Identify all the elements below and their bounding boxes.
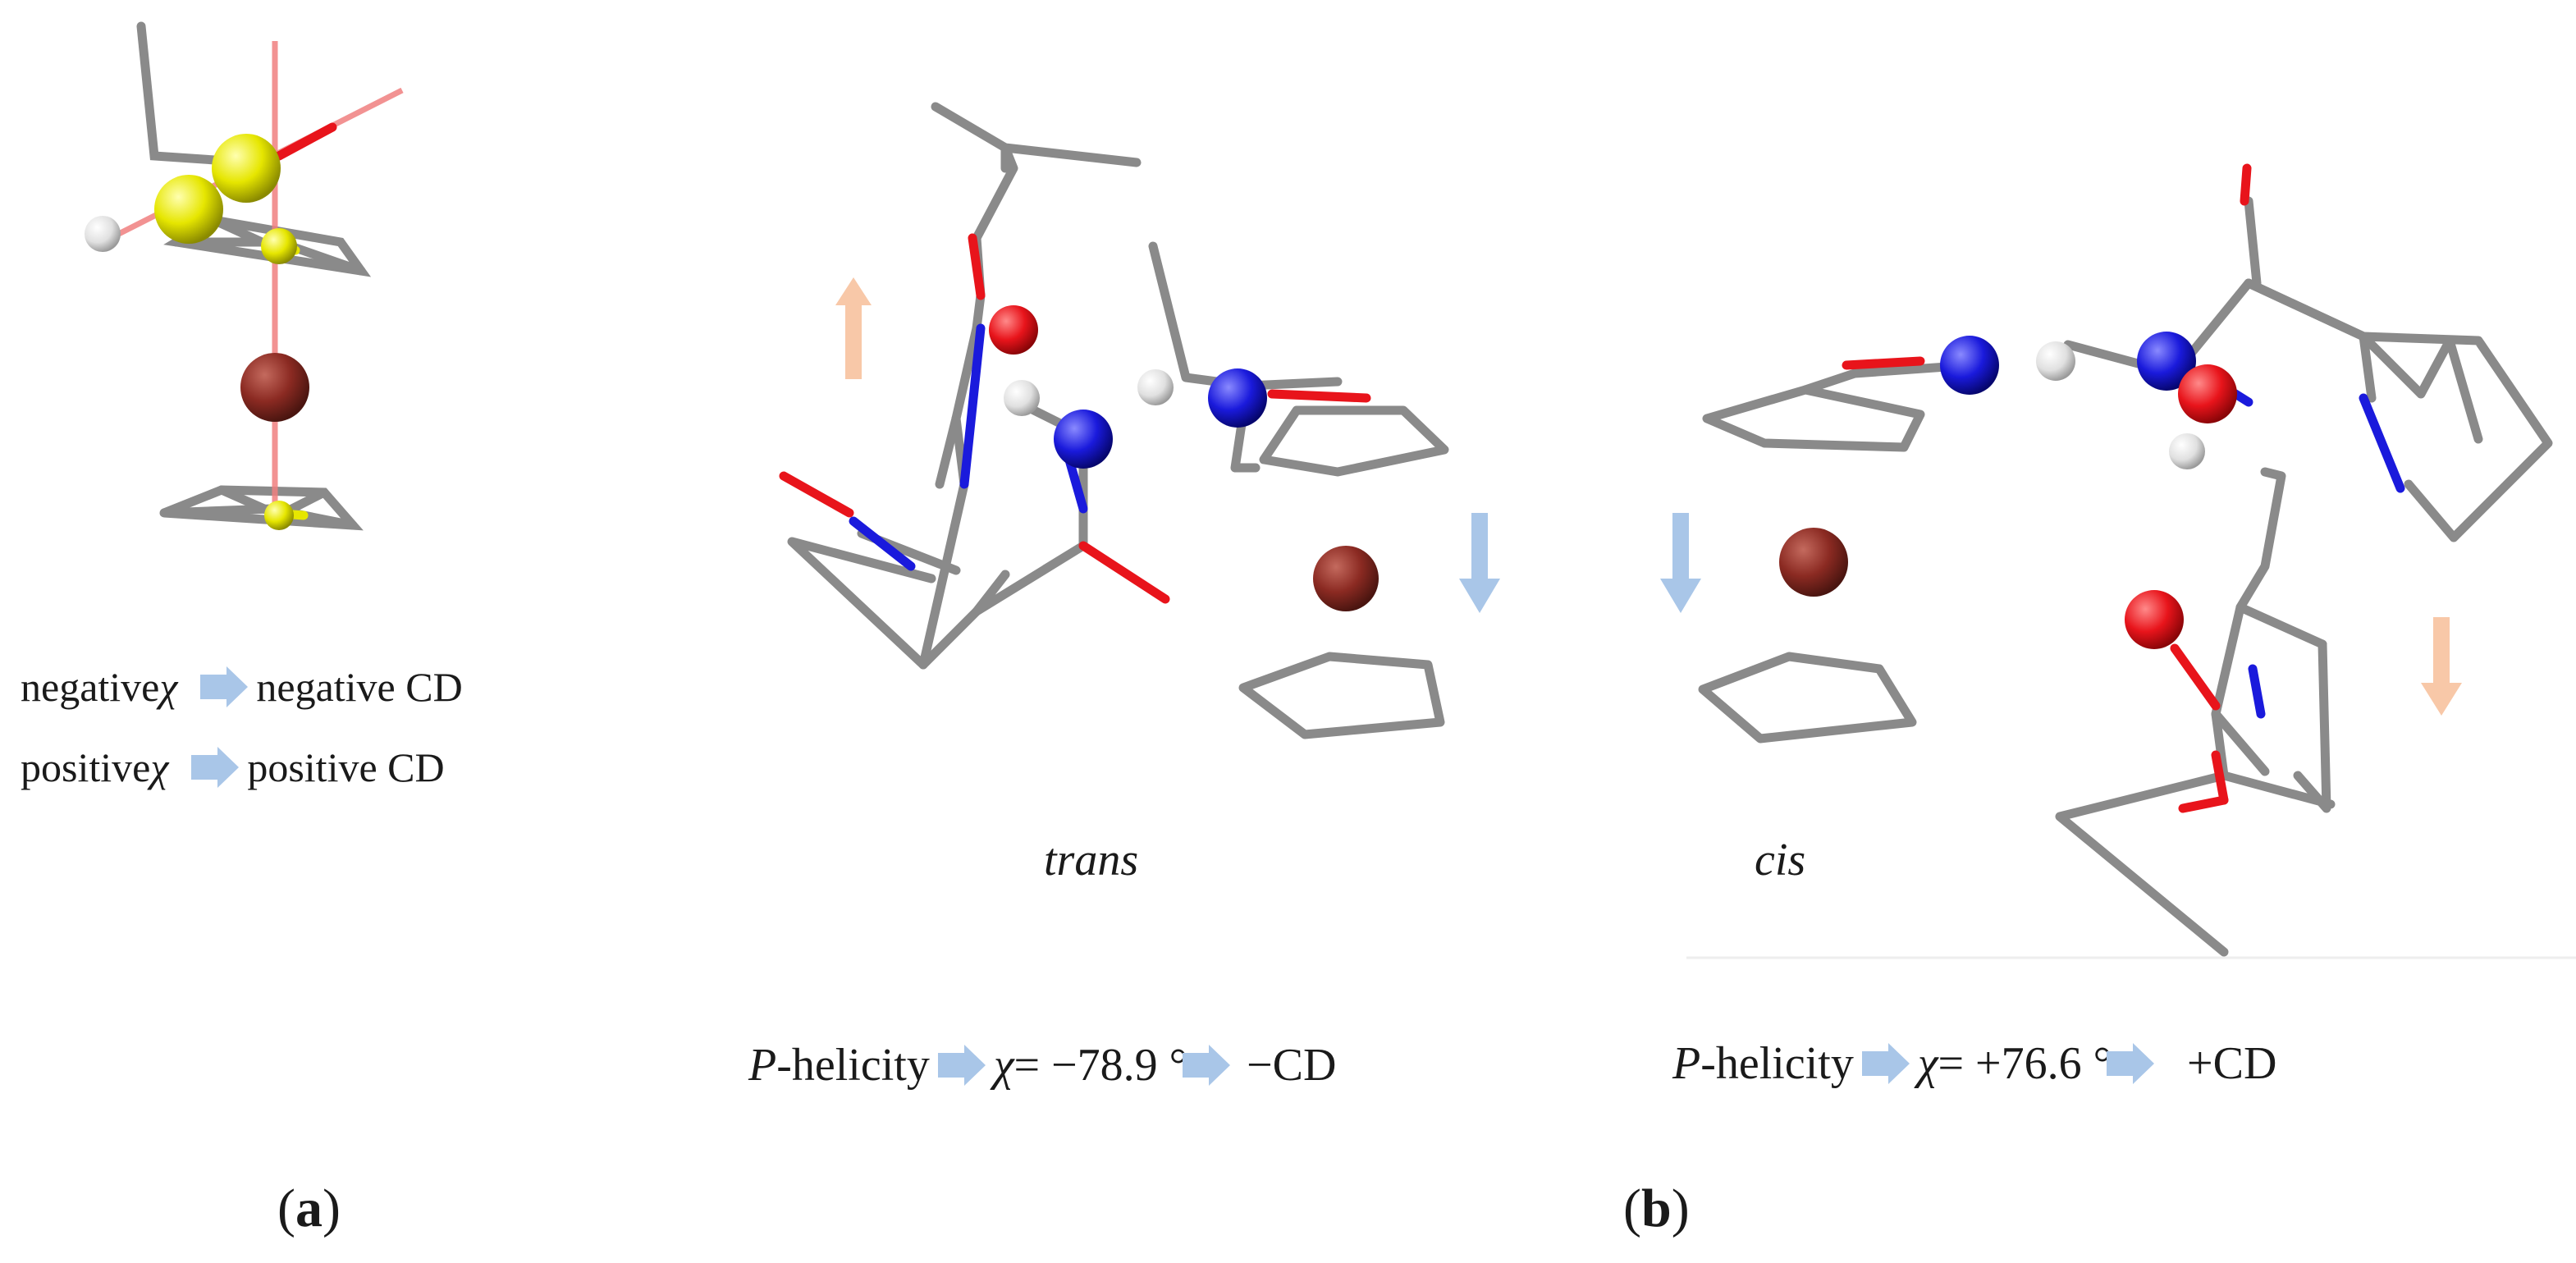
sulfur-atom (261, 228, 297, 264)
chi-symbol: χ (150, 744, 169, 790)
sulfur-atom (154, 175, 223, 244)
blue-chevron-arrow-icon (1183, 1045, 1231, 1086)
blue-down-arrow-icon (1459, 513, 1500, 613)
iron-atom (1779, 528, 1848, 597)
rule-positive: positive χ positive CD (21, 747, 445, 788)
blue-chevron-arrow-icon (1861, 1043, 1910, 1084)
cis-conformer-model (1698, 163, 2553, 957)
rule-negative: negative χ negative CD (21, 666, 463, 707)
oxygen-atom (2125, 590, 2184, 649)
orange-down-arrow-icon (2421, 617, 2462, 716)
rule-left-text: negative (21, 664, 160, 710)
ferrocene-model-a (85, 21, 404, 531)
nitrogen-atom (1054, 410, 1113, 469)
chi-symbol: χ (993, 1040, 1014, 1091)
rule-right-text: negative CD (256, 664, 463, 710)
nitrogen-atom (1208, 368, 1267, 428)
oxygen-atom (2178, 364, 2237, 423)
cd-sign: −CD (1247, 1040, 1337, 1091)
sulfur-atom (264, 501, 294, 530)
rule-left-text: positive (21, 744, 151, 790)
hydrogen-atom (85, 216, 121, 252)
trans-helicity-row: P-helicity χ = −78.9 ° −CD (748, 1042, 1336, 1088)
blue-down-arrow-icon (1660, 513, 1701, 613)
iron-atom (1313, 546, 1379, 611)
blue-chevron-arrow-icon (2107, 1043, 2155, 1084)
helicity-text: -helicity (776, 1040, 930, 1091)
panel-label-b: (b) (1623, 1178, 1690, 1238)
orange-up-arrow-icon (835, 277, 872, 379)
cis-helicity-row: P-helicity χ = +76.6 ° +CD (1672, 1041, 2276, 1087)
hydrogen-atom (2036, 341, 2075, 381)
chi-value: = −78.9 ° (1013, 1040, 1188, 1091)
hydrogen-atom (1137, 369, 1174, 405)
rule-right-text: positive CD (247, 744, 445, 790)
helicity-text: -helicity (1700, 1038, 1854, 1089)
cis-label: cis (1755, 835, 1806, 885)
cd-sign: +CD (2187, 1038, 2277, 1089)
iron-atom (240, 353, 309, 422)
chi-value: = +76.6 ° (1938, 1038, 2112, 1089)
panel-label-a: (a) (277, 1178, 341, 1238)
chi-symbol: χ (1917, 1038, 1938, 1089)
nitrogen-atom (1940, 336, 1999, 395)
oxygen-atom (989, 305, 1038, 355)
blue-chevron-arrow-icon (937, 1045, 986, 1086)
sulfur-atom (212, 134, 281, 203)
chi-symbol: χ (159, 664, 178, 710)
trans-label: trans (1044, 835, 1139, 885)
hydrogen-atom (2169, 433, 2205, 469)
p-symbol: P (748, 1040, 777, 1091)
blue-chevron-arrow-icon (191, 747, 240, 788)
nitrogen-atom (2137, 332, 2196, 391)
trans-conformer-model (779, 102, 1449, 739)
blue-chevron-arrow-icon (200, 666, 249, 707)
p-symbol: P (1672, 1038, 1701, 1089)
hydrogen-atom (1004, 380, 1040, 416)
